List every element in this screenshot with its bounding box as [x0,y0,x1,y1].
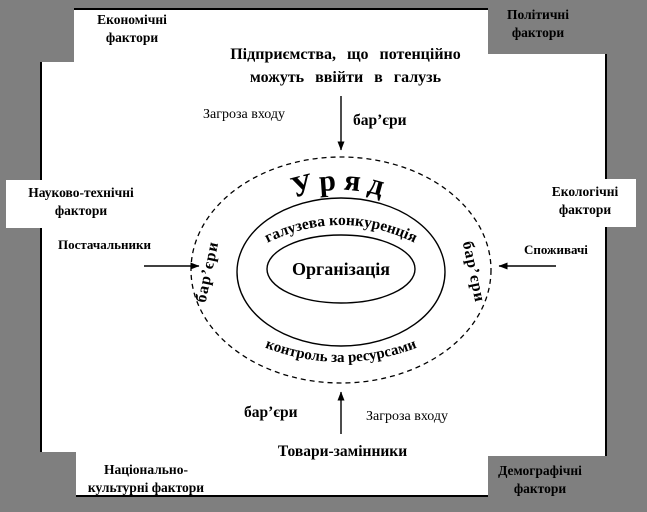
substitutes-label: Товари-замінники [277,443,408,460]
consumers-label: Споживачі [524,242,588,257]
suppliers-label: Постачальники [58,237,151,252]
corner-block-top-right [488,0,647,54]
factor-demographic: Демографічні фактори [498,463,582,496]
factor-political: Політичні фактори [507,7,569,40]
barriers-bottom-label: бар’єри [244,404,298,421]
factor-scientific-technical: Науково-технічні фактори [28,185,134,218]
entry-threat-bottom-label: Загроза входу [366,409,449,424]
corner-block-bottom-right [488,456,647,512]
corner-block-bottom-left [0,452,76,512]
label-box-mid-left [6,180,156,228]
factor-national-cultural: Національно- культурні фактори [87,462,205,495]
corner-block-top-left [0,0,74,62]
factor-ecological: Екологічні фактори [551,184,619,217]
label-box-mid-right [534,179,636,227]
entry-threat-top-label: Загроза входу [203,107,286,122]
factor-economic: Економічні фактори [97,12,167,45]
potential-entrants-label: Підприємства, що потенційно можуть ввійт… [230,46,461,87]
barriers-top-label: бар’єри [353,112,407,129]
